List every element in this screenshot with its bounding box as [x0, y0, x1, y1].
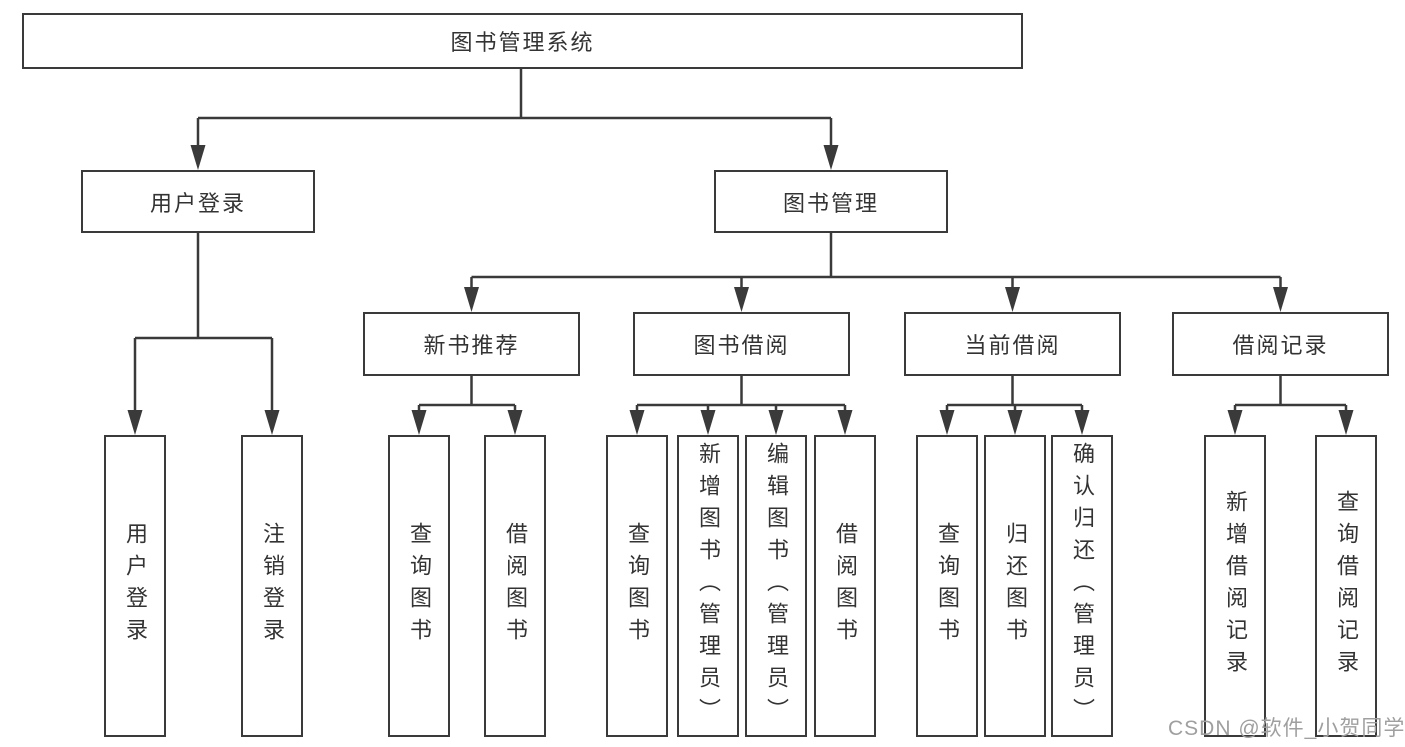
- node-logout: 注销登录: [241, 435, 303, 737]
- node-return-book: 归还图书: [984, 435, 1046, 737]
- node-query-books: 查询图书: [388, 435, 450, 737]
- node-book-borrow: 图书借阅: [633, 312, 850, 376]
- node-borrow-book: 借阅图书: [814, 435, 876, 737]
- node-add-book-admin: 新增图书（管理员）: [677, 435, 739, 737]
- node-user-login-leaf: 用户登录: [104, 435, 166, 737]
- node-query-books: 查询图书: [606, 435, 668, 737]
- node-root-system: 图书管理系统: [22, 13, 1023, 69]
- node-add-borrow-record: 新增借阅记录: [1204, 435, 1266, 737]
- csdn-watermark: CSDN @软件_小贺同学: [1168, 717, 1405, 740]
- node-confirm-return-admin: 确认归还（管理员）: [1051, 435, 1113, 737]
- node-query-borrow-record: 查询借阅记录: [1315, 435, 1377, 737]
- node-new-book-recommend: 新书推荐: [363, 312, 580, 376]
- node-book-management: 图书管理: [714, 170, 948, 233]
- node-query-books: 查询图书: [916, 435, 978, 737]
- node-user-login: 用户登录: [81, 170, 315, 233]
- node-borrow-records: 借阅记录: [1172, 312, 1389, 376]
- node-current-borrow: 当前借阅: [904, 312, 1121, 376]
- node-borrow-book: 借阅图书: [484, 435, 546, 737]
- node-edit-book-admin: 编辑图书（管理员）: [745, 435, 807, 737]
